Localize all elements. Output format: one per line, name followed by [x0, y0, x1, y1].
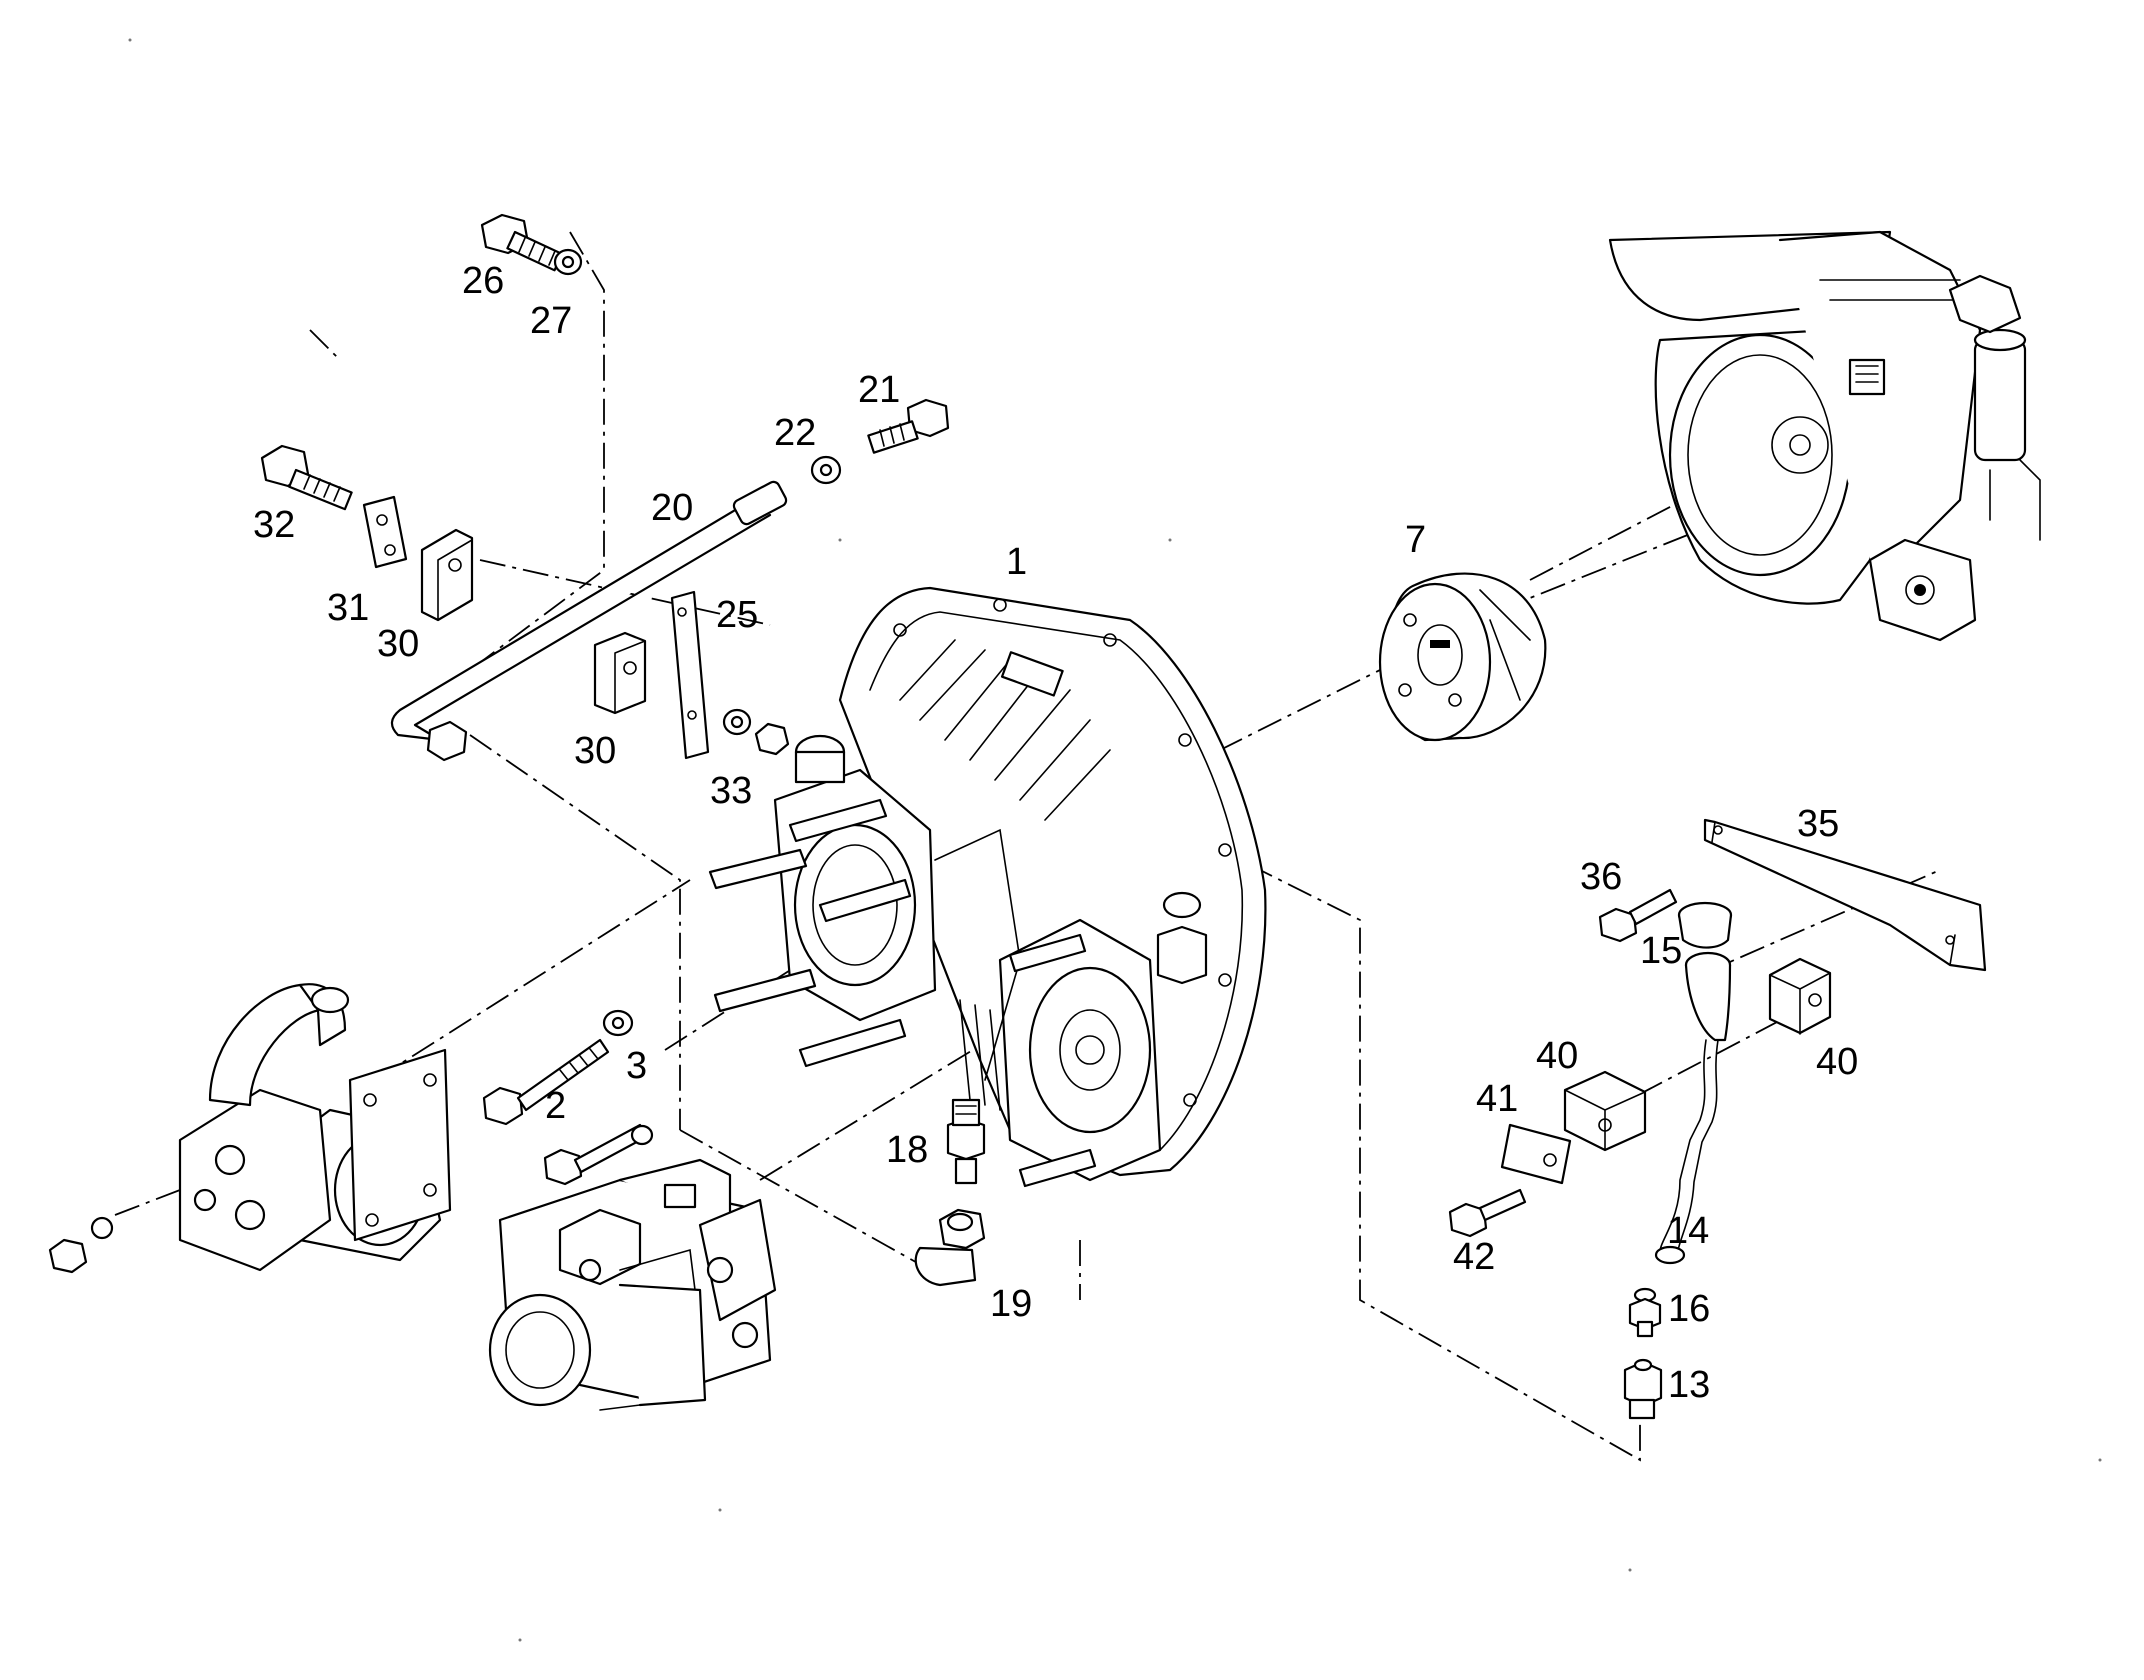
washer-22 [810, 455, 842, 485]
coupling-7 [1378, 572, 1547, 742]
label-20: 20 [651, 487, 693, 529]
elbow-19 [914, 1208, 986, 1287]
label-7: 7 [1405, 519, 1426, 561]
washer-nut-33 [722, 708, 790, 756]
label-1: 1 [1006, 541, 1027, 583]
label-41: 41 [1476, 1078, 1518, 1120]
label-19: 19 [990, 1283, 1032, 1325]
part-labels: 1 2 3 7 13 14 15 16 18 19 20 21 22 25 26… [253, 260, 1858, 1406]
washer-3 [602, 1009, 634, 1037]
valve-block-assembly [488, 1123, 777, 1411]
label-31: 31 [327, 587, 369, 629]
label-42: 42 [1453, 1236, 1495, 1278]
label-2: 2 [545, 1085, 566, 1127]
label-32: 32 [253, 504, 295, 546]
label-22: 22 [774, 412, 816, 454]
clamp-40-right [1768, 957, 1832, 1035]
label-16: 16 [1668, 1288, 1710, 1330]
bolt-2 [482, 1038, 610, 1126]
label-14: 14 [1667, 1210, 1709, 1252]
label-18: 18 [886, 1129, 928, 1171]
cap-15 [1677, 901, 1733, 949]
bolt-42 [1448, 1188, 1527, 1238]
plate-41 [1500, 1123, 1572, 1185]
label-3: 3 [626, 1045, 647, 1087]
label-27: 27 [530, 300, 572, 342]
label-40-left: 40 [1536, 1035, 1578, 1077]
label-26: 26 [462, 260, 504, 302]
strip-25 [670, 590, 710, 760]
bolt-32 [260, 444, 353, 511]
clamp-40-left [1563, 1070, 1647, 1152]
fitting-16 [1628, 1287, 1662, 1338]
bolt-21 [867, 398, 950, 454]
label-30-upper: 30 [377, 623, 419, 665]
label-33: 33 [710, 770, 752, 812]
hose-14 [1654, 951, 1732, 1265]
label-15: 15 [1640, 930, 1682, 972]
label-35: 35 [1797, 803, 1839, 845]
bracket-35 [1703, 818, 1987, 972]
fitting-13 [1623, 1358, 1663, 1420]
bracket-rod-20 [390, 480, 788, 762]
clamp-30-upper [420, 528, 474, 622]
engine-flywheel-housing [1608, 230, 2041, 642]
scan-specks [128, 38, 2102, 1642]
clamp-30-lower [593, 631, 647, 715]
nut-washer-left [48, 1216, 114, 1274]
label-40-right: 40 [1816, 1041, 1858, 1083]
gear-housing-1 [708, 586, 1267, 1188]
fitting-18 [946, 1098, 986, 1185]
bolt-36 [1598, 888, 1678, 943]
label-36: 36 [1580, 856, 1622, 898]
label-25: 25 [716, 594, 758, 636]
label-30-lower: 30 [574, 730, 616, 772]
plate-31 [362, 495, 408, 569]
hydraulic-pump-left [178, 983, 452, 1272]
label-21: 21 [858, 369, 900, 411]
washer-27 [553, 248, 583, 276]
label-13: 13 [1668, 1364, 1710, 1406]
